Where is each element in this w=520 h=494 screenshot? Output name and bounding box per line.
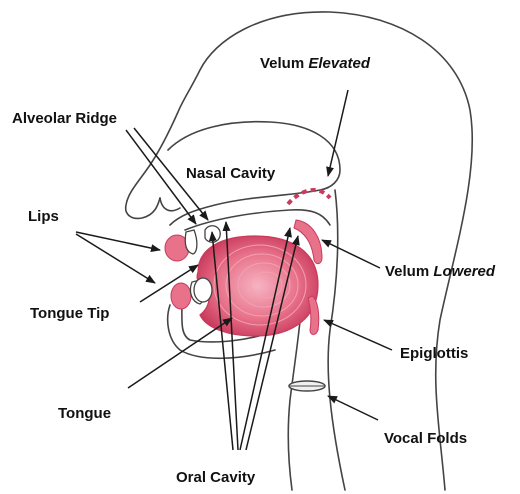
tongue-tip-shape [194, 278, 212, 302]
arrow-vocal-folds [328, 396, 378, 420]
label-oral-cavity: Oral Cavity [176, 469, 256, 486]
nostril-outline [160, 198, 180, 211]
tongue-shape [197, 236, 318, 336]
upper-teeth [185, 230, 197, 254]
label-epiglottis: Epiglottis [400, 345, 468, 362]
label-tongue-tip: Tongue Tip [30, 305, 109, 322]
lower-lip [171, 283, 191, 309]
arrow-velum-lowered [322, 240, 380, 268]
label-vocal-folds: Vocal Folds [384, 430, 467, 447]
label-velum-lowered: Velum Lowered [385, 263, 496, 280]
arrow-tongue [128, 318, 232, 388]
arrow-lips-lower [76, 234, 155, 283]
arrow-velum-elevated [328, 90, 348, 176]
pharynx-wall-back [328, 190, 345, 490]
label-alveolar-ridge: Alveolar Ridge [12, 110, 117, 127]
label-velum-elevated: Velum Elevated [260, 55, 371, 72]
label-tongue: Tongue [58, 405, 111, 422]
label-nasal-cavity: Nasal Cavity [186, 165, 276, 182]
arrow-epiglottis [324, 320, 392, 350]
epiglottis-shape [308, 296, 319, 335]
label-lips: Lips [28, 208, 59, 225]
